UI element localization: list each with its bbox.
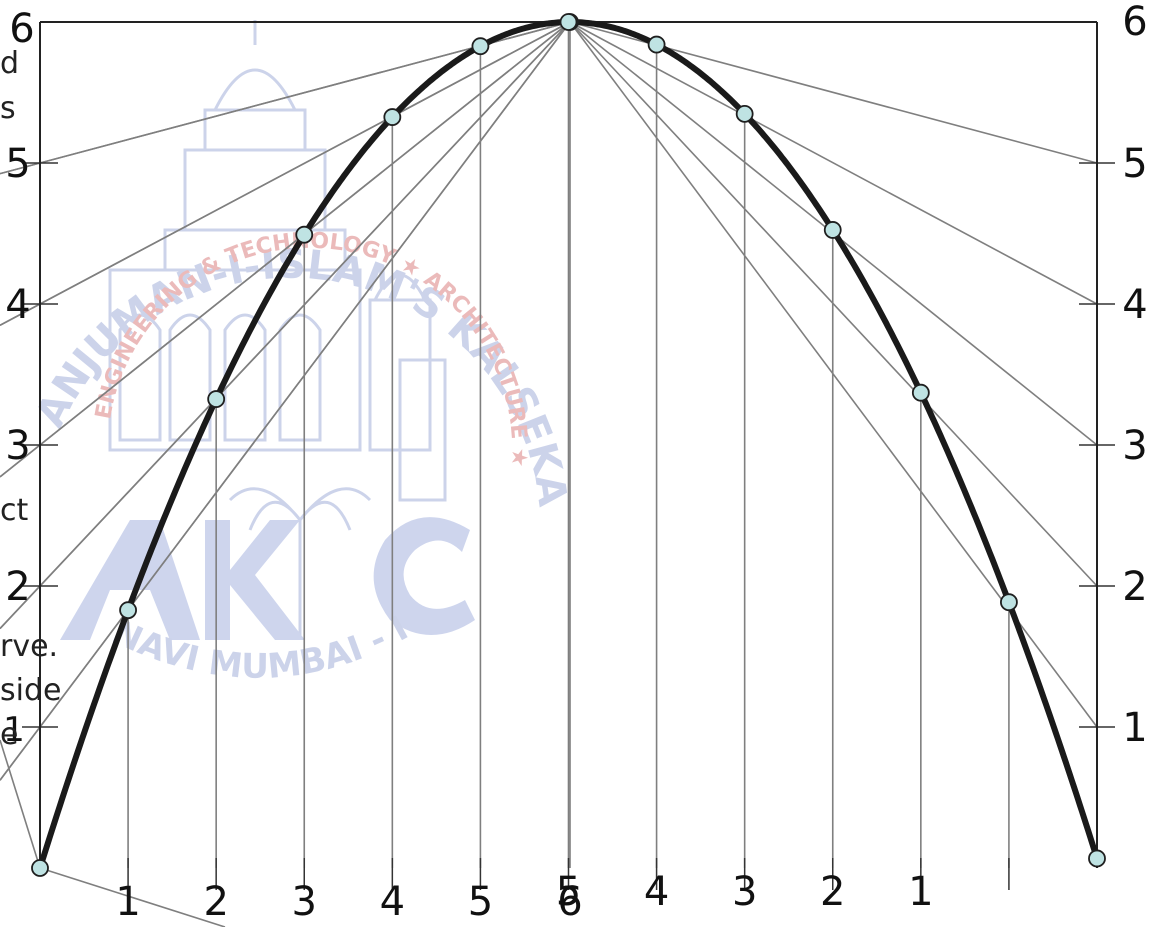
scale-label-left: 6 (9, 6, 34, 52)
scale-label-right: 4 (1122, 282, 1147, 328)
radial-line-left-extended (0, 21, 571, 781)
base-construction-line (0, 739, 41, 869)
curve-point (31, 859, 49, 877)
scale-label-bottom: 4 (380, 879, 405, 925)
curve-point (1000, 593, 1018, 612)
building-illustration (108, 20, 447, 640)
construction-lines (0, 21, 1115, 927)
radial-line-left-extended (0, 21, 571, 478)
scale-label-right: 1 (1122, 705, 1147, 751)
scale-label-bottom: 5 (556, 869, 581, 915)
cut-text-fragment: rve. (0, 629, 58, 664)
cut-text-fragment: s (0, 91, 16, 126)
cut-text-fragment: ct (0, 493, 28, 528)
base-construction-line (39, 867, 226, 927)
scale-label-right: 2 (1122, 564, 1147, 610)
cut-text-fragments: d s ct rve. side e (0, 46, 61, 752)
curve-point (647, 35, 666, 54)
scale-label-right: 3 (1122, 423, 1147, 469)
curve-point (735, 104, 754, 123)
curve-point (823, 221, 842, 239)
scale-label-bottom: 1 (908, 869, 933, 915)
scale-label-right: 5 (1122, 141, 1147, 187)
scale-label-bottom: 2 (203, 879, 228, 925)
radial-line-left-extended (0, 21, 571, 630)
curve-point (295, 225, 314, 244)
scale-label-left: 5 (5, 141, 30, 187)
curve-point (1088, 849, 1106, 868)
scale-label-left: 4 (5, 282, 30, 328)
curve-point (207, 390, 226, 408)
scale-label-bottom: 3 (292, 879, 317, 925)
scale-label-bottom: 5 (468, 879, 493, 925)
curve-point (471, 37, 490, 56)
cut-text-fragment: d (0, 46, 19, 81)
construction-points (31, 13, 1106, 877)
scale-label-right: 6 (1122, 0, 1147, 45)
scale-label-bottom: 6 (557, 879, 582, 925)
curve-point (119, 601, 137, 620)
radial-line-right (569, 21, 1098, 305)
scale-label-bottom: 2 (820, 869, 845, 915)
scale-label-bottom: 1 (115, 879, 140, 925)
curve-point (911, 383, 930, 402)
cut-text-fragment: side (0, 673, 61, 708)
radial-line-left-extended (0, 21, 571, 326)
curve-point (383, 108, 402, 126)
scale-label-bottom: 4 (644, 869, 669, 915)
radial-line-right (569, 21, 1098, 587)
aktc-logo (60, 517, 475, 640)
scale-label-bottom: 3 (732, 869, 757, 915)
scale-label-left: 3 (5, 423, 30, 469)
cut-text-fragment: e (0, 717, 18, 752)
college-watermark: ANJUMAN-I-ISLAM'S KALSEKAR TECHNICAL CAM… (0, 0, 575, 687)
curve-point (559, 13, 578, 31)
scale-label-left: 2 (5, 564, 30, 610)
scale-label-left: 1 (3, 710, 25, 750)
